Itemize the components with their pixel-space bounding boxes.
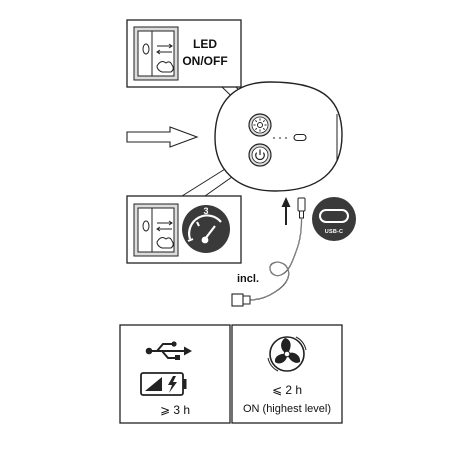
usb-c-badge: [312, 197, 356, 241]
battery-charging-icon: [140, 372, 187, 396]
indicator-dots: [273, 137, 287, 139]
direction-arrow: [126, 126, 199, 148]
fan-device: [214, 81, 343, 192]
runtime-duration: ⩽ 2 h: [271, 383, 303, 397]
plug-in-arrow: [281, 197, 291, 225]
cable-included-label: incl.: [237, 273, 260, 285]
led-on-off-label: LED ON/OFF: [182, 37, 228, 68]
speed-level-label: 3: [203, 206, 209, 216]
runtime-panel: [231, 324, 343, 424]
usb-symbol-icon: [145, 341, 192, 360]
runtime-description: ON (highest level): [242, 403, 332, 415]
usb-c-port-icon: [319, 209, 349, 223]
hand-swipe-sensor-icon: [133, 26, 179, 81]
charge-time-panel: [119, 324, 231, 424]
power-button[interactable]: [248, 143, 272, 167]
led-sun-button[interactable]: [248, 113, 272, 137]
hand-swipe-sensor-icon: [133, 203, 179, 257]
fan-icon: [267, 336, 307, 372]
usb-c-port: [293, 133, 307, 142]
usb-c-badge-label: USB-C: [324, 229, 344, 235]
led-callout-panel: [126, 19, 242, 88]
charge-duration: ⩾ 3 h: [159, 403, 191, 417]
usb-cable: [231, 197, 306, 307]
speed-callout-panel: [126, 195, 242, 264]
speed-gauge-icon: [182, 205, 230, 253]
